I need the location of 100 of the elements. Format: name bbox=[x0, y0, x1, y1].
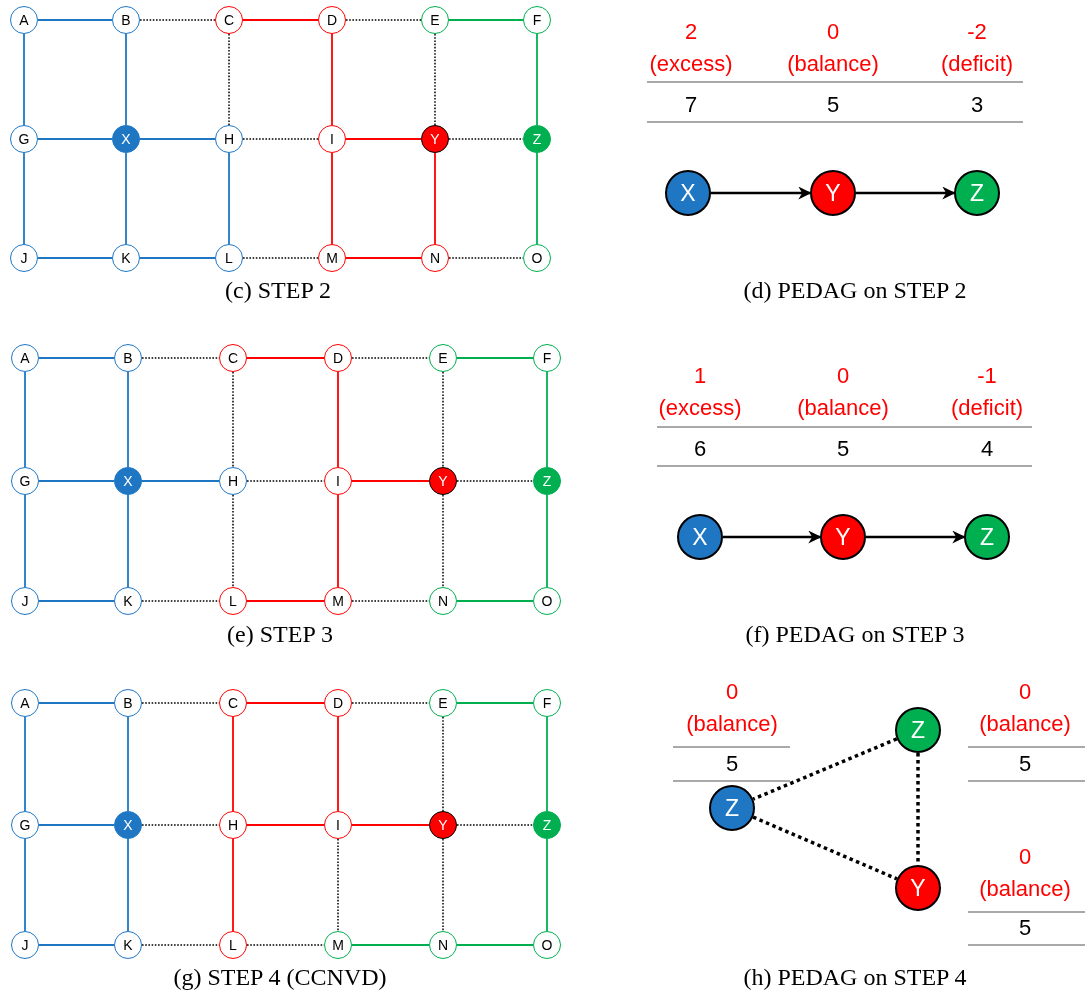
grid-line bbox=[351, 824, 430, 826]
arrow bbox=[723, 530, 822, 544]
table-value: 4 bbox=[980, 436, 994, 462]
vertex-circle bbox=[429, 689, 457, 717]
vertex-label: A bbox=[20, 351, 30, 365]
vertex-circle bbox=[112, 6, 140, 34]
grid-line bbox=[345, 257, 422, 259]
table-value: 3 bbox=[970, 92, 984, 118]
grid-line bbox=[351, 480, 430, 482]
vertex-label: M bbox=[326, 251, 338, 265]
vertex-circle bbox=[324, 931, 352, 959]
vertex-label: F bbox=[542, 696, 552, 710]
vertex-circle bbox=[219, 689, 247, 717]
grid-line bbox=[139, 257, 216, 259]
vertex-circle bbox=[11, 467, 39, 495]
grid-line bbox=[456, 944, 534, 946]
grid-line bbox=[125, 33, 127, 126]
vertex-label: H bbox=[227, 474, 239, 488]
vertex-label: Y bbox=[430, 132, 440, 146]
grid-line bbox=[546, 371, 548, 468]
grid-line bbox=[456, 702, 534, 704]
vertex-circle bbox=[112, 244, 140, 272]
dotted-line bbox=[139, 19, 216, 21]
vertex-label: H bbox=[223, 132, 235, 146]
vertex-label: X bbox=[123, 474, 133, 488]
vertex-circle bbox=[533, 344, 561, 372]
vertex-circle bbox=[219, 811, 247, 839]
vertex-circle bbox=[665, 170, 711, 216]
vertex-label: L bbox=[225, 251, 233, 265]
vertex-circle bbox=[324, 587, 352, 615]
vertex-label: X bbox=[692, 525, 708, 549]
dotted-line bbox=[456, 824, 534, 826]
grid-line bbox=[24, 494, 26, 588]
vertex-circle bbox=[215, 6, 243, 34]
grid-line bbox=[536, 33, 538, 126]
vertex-circle bbox=[11, 689, 39, 717]
dotted-line bbox=[228, 33, 230, 126]
vertex-circle bbox=[429, 344, 457, 372]
vertex-label: N bbox=[437, 938, 449, 952]
vertex-label: Y bbox=[438, 818, 448, 832]
grid-line bbox=[246, 824, 325, 826]
grid-line bbox=[127, 494, 129, 588]
vertex-label: I bbox=[336, 474, 340, 488]
dotted-line bbox=[448, 257, 524, 259]
panel-caption: (g) STEP 4 (CCNVD) bbox=[173, 963, 387, 991]
vertex-label: Y bbox=[835, 525, 851, 549]
vertex-label: L bbox=[229, 594, 237, 608]
arrow bbox=[866, 530, 966, 544]
vertex-label: Z bbox=[979, 525, 995, 549]
grid-line bbox=[38, 357, 115, 359]
vertex-label: E bbox=[438, 351, 448, 365]
vertex-circle bbox=[677, 514, 723, 560]
vertex-circle bbox=[10, 244, 38, 272]
dotted-line bbox=[916, 753, 920, 865]
vertex-circle bbox=[429, 587, 457, 615]
vertex-label: D bbox=[332, 696, 344, 710]
table-value: 5 bbox=[826, 92, 840, 118]
vertex-circle bbox=[219, 344, 247, 372]
grid-line bbox=[38, 600, 115, 602]
imbalance-value: 0 (balance) bbox=[686, 678, 778, 738]
vertex-label: C bbox=[227, 696, 239, 710]
imbalance-value: 0 (balance) bbox=[979, 678, 1071, 738]
dotted-line bbox=[232, 494, 234, 588]
imbalance-value: -2 (deficit) bbox=[940, 18, 1014, 78]
vertex-circle bbox=[709, 785, 755, 831]
vertex-label: Z bbox=[724, 796, 740, 820]
vertex-label: X bbox=[121, 132, 131, 146]
vertex-circle bbox=[219, 587, 247, 615]
vertex-circle bbox=[533, 811, 561, 839]
vertex-circle bbox=[895, 865, 941, 911]
vertex-circle bbox=[114, 689, 142, 717]
grid-line bbox=[536, 152, 538, 245]
imbalance-value: 0 (balance) bbox=[797, 362, 889, 422]
arrow bbox=[711, 186, 812, 200]
vertex-circle bbox=[11, 811, 39, 839]
grid-line bbox=[23, 33, 25, 126]
vertex-circle bbox=[533, 467, 561, 495]
grid-line bbox=[337, 716, 339, 812]
vertex-label: M bbox=[332, 938, 344, 952]
grid-line bbox=[246, 702, 325, 704]
dotted-line bbox=[141, 824, 220, 826]
grid-line bbox=[24, 838, 26, 932]
vertex-label: Y bbox=[910, 876, 926, 900]
dotted-line bbox=[752, 737, 898, 801]
panel-caption: (f) PEDAG on STEP 3 bbox=[745, 620, 965, 648]
grid-line bbox=[232, 838, 234, 932]
grid-line bbox=[546, 716, 548, 812]
vertex-label: G bbox=[19, 818, 31, 832]
vertex-label: O bbox=[541, 938, 553, 952]
vertex-circle bbox=[324, 344, 352, 372]
vertex-circle bbox=[429, 931, 457, 959]
arrow bbox=[856, 186, 956, 200]
vertex-circle bbox=[523, 125, 551, 153]
grid-line bbox=[434, 152, 436, 245]
dotted-line bbox=[345, 19, 422, 21]
vertex-circle bbox=[219, 467, 247, 495]
grid-line bbox=[337, 371, 339, 468]
vertex-circle bbox=[421, 6, 449, 34]
vertex-circle bbox=[318, 244, 346, 272]
vertex-circle bbox=[421, 125, 449, 153]
